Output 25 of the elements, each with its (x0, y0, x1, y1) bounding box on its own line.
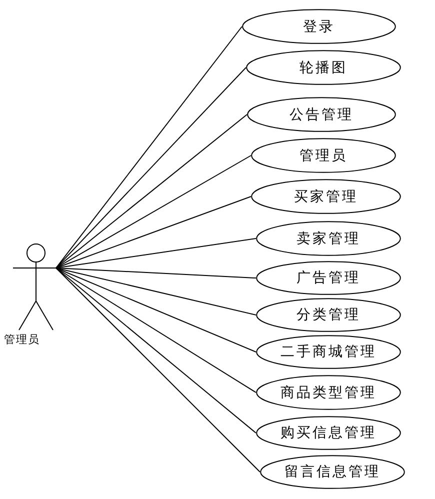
association-line (56, 268, 256, 393)
use-case-ellipse: 公告管理 (247, 97, 396, 132)
association-line (56, 155, 252, 268)
association-line (56, 268, 256, 352)
use-case-ellipse: 买家管理 (251, 179, 401, 214)
use-case-ellipse: 登录 (242, 9, 396, 44)
association-line (56, 268, 256, 434)
association-line (56, 268, 256, 316)
association-line (56, 26, 242, 268)
use-case-ellipse: 卖家管理 (256, 221, 401, 256)
association-line (56, 196, 252, 268)
association-line (56, 238, 256, 268)
use-case-ellipse: 留言信息管理 (260, 455, 405, 489)
use-case-ellipse: 广告管理 (256, 261, 401, 295)
actor-label: 管理员 (4, 332, 40, 347)
use-case-ellipse: 轮播图 (246, 50, 401, 85)
association-line (56, 114, 248, 268)
use-case-ellipse: 管理员 (251, 138, 396, 173)
use-case-ellipse: 二手商城管理 (256, 335, 401, 369)
association-line (56, 67, 246, 268)
association-line (56, 268, 260, 472)
use-case-ellipse: 分类管理 (256, 298, 401, 332)
use-case-ellipse: 商品类型管理 (256, 375, 401, 410)
association-line (56, 268, 256, 278)
use-case-ellipse: 购买信息管理 (256, 416, 401, 450)
